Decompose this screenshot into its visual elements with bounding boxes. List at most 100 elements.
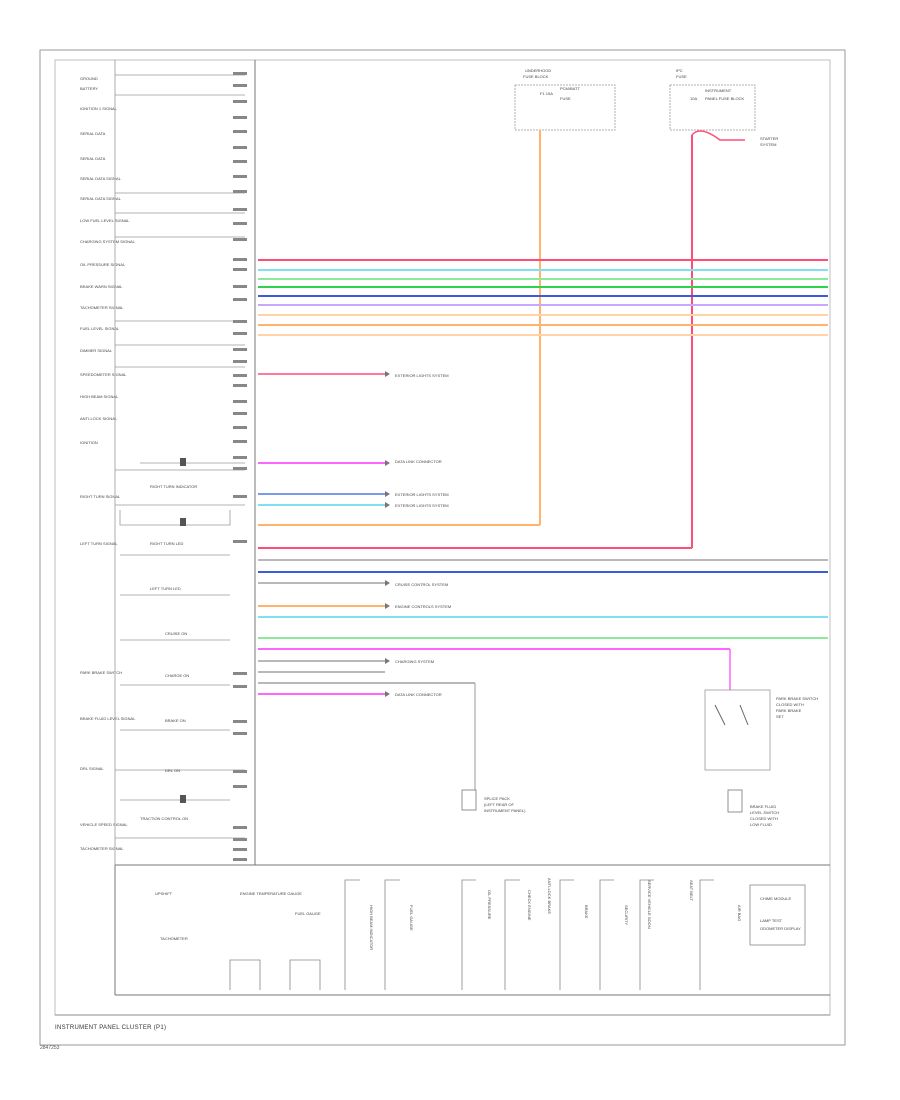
harness-lines: [258, 259, 828, 695]
outer-frame: [39, 49, 846, 1046]
connector-pins: [233, 72, 247, 861]
svg-text:CHIME MODULE: CHIME MODULE: [760, 896, 791, 901]
input-label: IGNITION 1 SIGNAL: [80, 106, 118, 111]
svg-text:FUSE: FUSE: [560, 96, 571, 101]
svg-text:CRUISE CONTROL SYSTEM: CRUISE CONTROL SYSTEM: [395, 582, 448, 587]
ground-icon: [180, 518, 186, 526]
indicator-label: RIGHT TURN INDICATOR: [150, 484, 197, 489]
svg-text:SERVICE VEHICLE SOON: SERVICE VEHICLE SOON: [647, 880, 652, 929]
park-brake-switch: PARK BRAKE SWITCH CLOSED WITH PARK BRAKE…: [704, 689, 818, 771]
svg-text:CHARGING SYSTEM: CHARGING SYSTEM: [395, 659, 434, 664]
input-label: TACHOMETER SIGNAL: [80, 305, 124, 310]
starter-link: [691, 130, 745, 141]
indicator-label: BRAKE ON: [165, 718, 186, 723]
input-label: IGNITION: [80, 440, 98, 445]
svg-text:UPSHIFT: UPSHIFT: [155, 891, 173, 896]
svg-text:(LEFT REAR OF: (LEFT REAR OF: [484, 802, 514, 807]
diagram-title: INSTRUMENT PANEL CLUSTER (P1): [55, 1025, 167, 1031]
circuit-labels: EXTERIOR LIGHTS SYSTEM DATA LINK CONNECT…: [395, 373, 451, 697]
svg-text:SPLICE PACK: SPLICE PACK: [484, 796, 510, 801]
svg-text:LAMP TEST: LAMP TEST: [760, 918, 783, 923]
cluster-input-labels: GROUND BATTERY IGNITION 1 SIGNAL SERIAL …: [80, 76, 136, 851]
svg-text:SEAT BELT: SEAT BELT: [689, 880, 694, 901]
svg-text:ENGINE TEMPERATURE GAUGE: ENGINE TEMPERATURE GAUGE: [240, 891, 302, 896]
input-label: CHARGING SYSTEM SIGNAL: [80, 239, 136, 244]
input-label: BRAKE FLUID LEVEL SIGNAL: [80, 716, 136, 721]
bottom-indicators: UPSHIFT TACHOMETER ENGINE TEMPERATURE GA…: [155, 891, 801, 941]
svg-text:EXTERIOR LIGHTS SYSTEM: EXTERIOR LIGHTS SYSTEM: [395, 492, 449, 497]
input-label: BATTERY: [80, 86, 98, 91]
input-label: GROUND: [80, 76, 98, 81]
svg-text:SET: SET: [776, 714, 784, 719]
indicator-label: CHARGE ON: [165, 673, 189, 678]
svg-text:ENGINE CONTROLS SYSTEM: ENGINE CONTROLS SYSTEM: [395, 604, 451, 609]
svg-text:DATA LINK CONNECTOR: DATA LINK CONNECTOR: [395, 459, 442, 464]
ground-icons: [180, 458, 186, 803]
svg-text:CHECK ENGINE: CHECK ENGINE: [527, 890, 532, 921]
svg-text:LOW FLUID: LOW FLUID: [750, 822, 772, 827]
svg-text:TACHOMETER: TACHOMETER: [160, 936, 188, 941]
svg-text:OIL PRESSURE: OIL PRESSURE: [487, 890, 492, 920]
inner-frame: [54, 59, 831, 1016]
svg-text:DATA LINK CONNECTOR: DATA LINK CONNECTOR: [395, 692, 442, 697]
input-label: VEHICLE SPEED SIGNAL: [80, 822, 128, 827]
input-label: SPEEDOMETER SIGNAL: [80, 372, 127, 377]
input-label: PARK BRAKE SWITCH: [80, 670, 122, 675]
svg-text:AIR BAG: AIR BAG: [737, 905, 742, 921]
indicator-label: TRACTION CONTROL ON: [140, 816, 188, 821]
bottom-gauge-brackets: [229, 879, 806, 990]
splice-pack: SPLICE PACK (LEFT REAR OF INSTRUMENT PAN…: [461, 789, 526, 813]
svg-text:LEVEL SWITCH: LEVEL SWITCH: [750, 810, 779, 815]
input-label: SERIAL DATA SIGNAL: [80, 176, 122, 181]
svg-text:F1 15A: F1 15A: [540, 91, 553, 96]
ground-icon: [180, 795, 186, 803]
input-label: SERIAL DATA: [80, 131, 106, 136]
svg-text:ANTI-LOCK BRAKE: ANTI-LOCK BRAKE: [547, 878, 552, 914]
svg-text:UNDERHOOD: UNDERHOOD: [525, 68, 551, 73]
indicator-label: DRL ON: [165, 768, 180, 773]
figure-id: 2847253: [40, 1045, 60, 1051]
starter-label: STARTER: [760, 136, 778, 141]
svg-text:INSTRUMENT PANEL): INSTRUMENT PANEL): [484, 808, 526, 813]
indicator-label: CRUISE ON: [165, 631, 187, 636]
svg-text:INSTRUMENT: INSTRUMENT: [705, 88, 732, 93]
input-label: DRL SIGNAL: [80, 766, 104, 771]
arrow-heads: [385, 371, 390, 697]
svg-text:FUEL GAUGE: FUEL GAUGE: [295, 911, 321, 916]
svg-text:CLOSED WITH: CLOSED WITH: [750, 816, 778, 821]
svg-text:HIGH BEAM INDICATOR: HIGH BEAM INDICATOR: [369, 905, 374, 950]
fuse-hot-in-run: IPC FUSE 10A INSTRUMENT PANEL FUSE BLOCK: [669, 68, 756, 131]
svg-text:EXTERIOR LIGHTS SYSTEM: EXTERIOR LIGHTS SYSTEM: [395, 373, 449, 378]
indicator-label: LEFT TURN LED: [150, 586, 181, 591]
svg-text:SECURITY: SECURITY: [624, 905, 629, 926]
input-label: LEFT TURN SIGNAL: [80, 541, 118, 546]
svg-text:EXTERIOR LIGHTS SYSTEM: EXTERIOR LIGHTS SYSTEM: [395, 503, 449, 508]
input-label: RIGHT TURN SIGNAL: [80, 494, 121, 499]
cluster-indicator-labels: RIGHT TURN INDICATOR RIGHT TURN LED LEFT…: [140, 484, 197, 821]
svg-text:BRAKE FLUID: BRAKE FLUID: [750, 804, 776, 809]
ground-icon: [180, 458, 186, 466]
svg-text:CLOSED WITH: CLOSED WITH: [776, 702, 804, 707]
input-label: SERIAL DATA SIGNAL: [80, 196, 122, 201]
svg-text:IPC: IPC: [676, 68, 683, 73]
bottom-item-labels: HIGH BEAM INDICATOR FUEL GAUGE OIL PRESS…: [369, 878, 742, 950]
indicator-label: RIGHT TURN LED: [150, 541, 184, 546]
input-label: FUEL LEVEL SIGNAL: [80, 326, 120, 331]
svg-text:FUSE BLOCK: FUSE BLOCK: [523, 74, 549, 79]
input-label: BRAKE WARN SIGNAL: [80, 284, 123, 289]
input-label: OIL PRESSURE SIGNAL: [80, 262, 126, 267]
svg-text:PANEL FUSE BLOCK: PANEL FUSE BLOCK: [705, 96, 744, 101]
input-label: ANTI-LOCK SIGNAL: [80, 416, 118, 421]
internal-traces: [114, 60, 245, 865]
svg-text:PARK BRAKE SWITCH: PARK BRAKE SWITCH: [776, 696, 818, 701]
input-label: DIMMER SIGNAL: [80, 348, 113, 353]
fuse-hot-at-all-times: UNDERHOOD FUSE BLOCK F1 15A PCM/BATT FUS…: [514, 68, 616, 131]
starter-label: SYSTEM: [760, 142, 776, 147]
svg-text:ODOMETER DISPLAY: ODOMETER DISPLAY: [760, 926, 801, 931]
svg-text:FUSE: FUSE: [676, 74, 687, 79]
input-label: TACHOMETER SIGNAL: [80, 846, 124, 851]
svg-text:FUEL GAUGE: FUEL GAUGE: [409, 905, 414, 931]
svg-text:PCM/BATT: PCM/BATT: [560, 86, 580, 91]
svg-text:10A: 10A: [690, 96, 697, 101]
